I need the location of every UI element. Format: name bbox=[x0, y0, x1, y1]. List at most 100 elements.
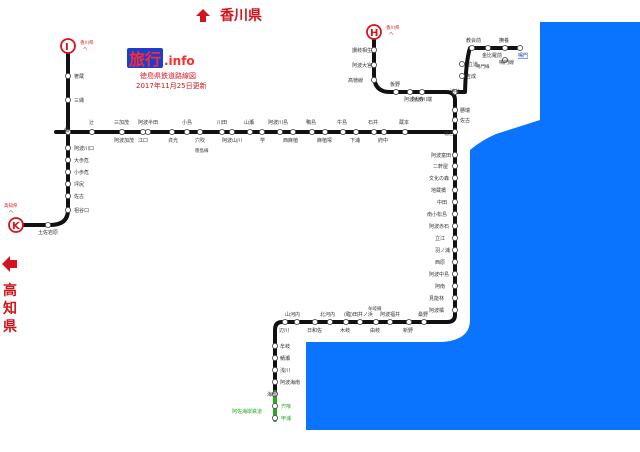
svg-text:I: I bbox=[65, 42, 69, 53]
station-oyoshi: 阿波大寺 bbox=[404, 88, 424, 103]
station-label: 穴吹 bbox=[195, 137, 205, 144]
svg-text:.info: .info bbox=[164, 54, 195, 68]
station-marker bbox=[386, 318, 394, 326]
station-label: 祖谷口 bbox=[74, 207, 89, 214]
station-kamojima: 鴨島 bbox=[306, 119, 316, 136]
station-hiketa: 讃岐相生 bbox=[352, 46, 378, 54]
station-marker bbox=[64, 206, 72, 214]
station-label: 吉成 bbox=[466, 73, 476, 80]
station-label: 撫養 bbox=[499, 37, 509, 44]
station-label: 辺川 bbox=[279, 327, 289, 334]
station-label: 金比羅前 bbox=[482, 52, 502, 59]
station-sakasegawa: 祖谷口 bbox=[64, 206, 89, 214]
station-marker bbox=[406, 88, 414, 96]
station-label[interactable]: 鳴門 bbox=[518, 52, 528, 59]
station-label: 阿波加茂 bbox=[114, 137, 134, 144]
station-marker bbox=[88, 128, 96, 136]
station-label: 石井 bbox=[368, 119, 378, 126]
station-kitagawachi: 北河内 bbox=[320, 311, 335, 326]
station-label: 小島 bbox=[182, 119, 192, 126]
station-label: 鳴門線 bbox=[499, 59, 514, 66]
station-toyonaga: 土佐岩原 bbox=[38, 221, 58, 236]
station-hane: 羽ノ浦 bbox=[435, 246, 459, 254]
station-takatoku-kita: 高徳線 bbox=[348, 76, 378, 84]
station-sadamitsu2: 貞光 bbox=[168, 128, 178, 144]
station-nikengoya: 二軒屋 bbox=[433, 162, 459, 170]
station-naruto[interactable]: 鳴門 bbox=[516, 44, 528, 59]
station-label: 南小松島 bbox=[427, 211, 447, 218]
station-marker bbox=[246, 128, 254, 136]
svg-text:へ: へ bbox=[83, 46, 88, 52]
station-marker bbox=[370, 76, 378, 84]
station-awa-tachibana: 阿波橘 bbox=[429, 306, 459, 314]
station-marker bbox=[64, 180, 72, 188]
arrow-left-icon bbox=[2, 256, 17, 272]
station-marker bbox=[405, 318, 413, 326]
svg-text:高: 高 bbox=[3, 282, 17, 299]
station-ikeda-tsuji: 佃 bbox=[64, 127, 72, 136]
station-marker bbox=[458, 60, 466, 68]
arrow-up-icon bbox=[196, 9, 210, 22]
station-label: 桑野 bbox=[418, 311, 428, 318]
svg-text:へ: へ bbox=[389, 31, 394, 37]
station-label: 勝瑞 bbox=[460, 107, 470, 114]
station-koshima: 小島 bbox=[182, 119, 192, 136]
station-marker bbox=[64, 128, 72, 136]
station-marker bbox=[218, 128, 226, 136]
mugi-line-track bbox=[273, 130, 457, 394]
station-label: 鯖瀬 bbox=[280, 355, 290, 362]
station-label: 徳島 bbox=[444, 130, 454, 137]
station-marker bbox=[451, 116, 459, 124]
station-kawata: 川田 bbox=[217, 120, 227, 136]
station-anabuki: 穴吹 bbox=[195, 128, 205, 144]
station-marker bbox=[420, 318, 428, 326]
station-minami-komatsu: 南小松島 bbox=[427, 210, 459, 218]
station-marker bbox=[64, 96, 72, 104]
station-kuramoto: 蔵本 bbox=[399, 119, 409, 136]
station-label: 牟岐 bbox=[280, 343, 290, 350]
station-marker bbox=[451, 246, 459, 254]
station-awa-kawaguchi: 阿波川口 bbox=[64, 144, 94, 152]
station-label: 木岐 bbox=[340, 327, 350, 334]
station-marker bbox=[271, 366, 279, 374]
station-kasui: 勝瑞 bbox=[451, 106, 470, 114]
station-kawabata: 阿波大宮 bbox=[352, 61, 378, 69]
svg-text:香川県: 香川県 bbox=[80, 39, 94, 46]
station-label: 三加茂 bbox=[114, 119, 129, 126]
station-marker bbox=[501, 44, 509, 52]
station-marker bbox=[451, 210, 459, 218]
station-marker bbox=[342, 318, 350, 326]
station-bunka: 文化の森 bbox=[429, 174, 459, 182]
station-label: 麻植塚 bbox=[317, 137, 332, 144]
station-label: 蔵本 bbox=[399, 119, 409, 126]
station-shoboku: 撫養 bbox=[499, 37, 509, 52]
station-hetai: 辺川 bbox=[279, 318, 289, 334]
station-label: 府中 bbox=[378, 137, 388, 144]
station-label: 阿波川島 bbox=[268, 119, 288, 126]
svg-text:知: 知 bbox=[3, 300, 17, 317]
svg-text:K: K bbox=[12, 221, 21, 232]
station-label: 北河内 bbox=[320, 311, 335, 318]
mugi-line-name: 牟岐線 bbox=[368, 305, 382, 312]
station-label: 讃岐相生 bbox=[352, 47, 372, 54]
station-label: 阿波川口 bbox=[74, 145, 94, 152]
pref-north-label: 香川県 bbox=[219, 7, 262, 24]
station-label: 地蔵橋 bbox=[431, 187, 446, 194]
station-marker bbox=[271, 390, 279, 398]
station-label: 山河内 bbox=[285, 311, 300, 318]
station-marker bbox=[293, 318, 301, 326]
station-tsuji: 辻 bbox=[88, 119, 96, 136]
station-ushinoshima: 牛島 bbox=[337, 119, 347, 136]
station-marker bbox=[401, 128, 409, 136]
station-chuden: 中田 bbox=[437, 198, 459, 206]
station-label: 池谷 bbox=[450, 88, 460, 95]
station-label: 川田 bbox=[217, 120, 227, 126]
map-title: 徳島県鉄道路線図 bbox=[140, 71, 196, 80]
station-label: 浅川 bbox=[280, 367, 290, 374]
station-label: 坪尻 bbox=[74, 181, 84, 188]
station-label: 中田 bbox=[437, 199, 447, 206]
station-marker bbox=[271, 342, 279, 350]
station-marker bbox=[64, 156, 72, 164]
station-label: 山瀬 bbox=[244, 119, 254, 126]
